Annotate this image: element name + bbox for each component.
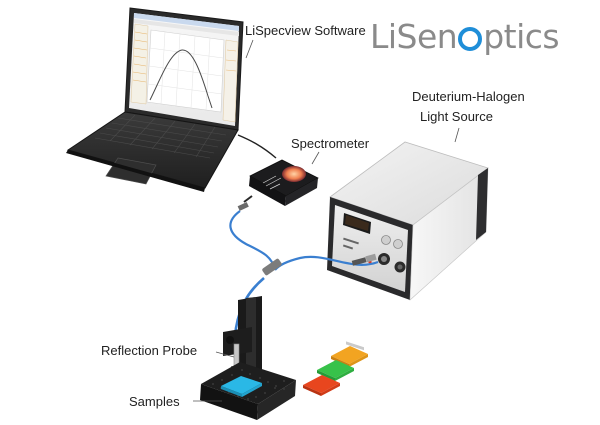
software-spectrum-curve	[149, 49, 213, 109]
fiber-to-spectrometer	[229, 210, 277, 271]
label-software: LiSpecview Software	[245, 23, 366, 38]
usb-cable	[237, 134, 277, 159]
software-right-panel	[222, 39, 239, 123]
spectrometer-logo-graphic	[282, 166, 306, 182]
software-titlebar	[134, 13, 239, 31]
logo-o-ring-icon	[458, 27, 483, 51]
color-filters	[303, 346, 368, 396]
logo-text-part1: LiSen	[370, 17, 458, 56]
probe-stand	[223, 296, 262, 382]
label-reflection-probe: Reflection Probe	[101, 343, 198, 358]
fiber-bifurcation-sleeve	[262, 258, 282, 276]
label-samples: Samples	[129, 394, 180, 409]
logo-text-part2: ptics	[483, 17, 560, 56]
laptop	[66, 7, 244, 192]
light-source	[327, 141, 489, 351]
software-toolbar	[134, 19, 239, 36]
spectrometer-callout-line	[311, 151, 320, 165]
light-source-callout-line	[454, 127, 460, 143]
probe-callout-line	[215, 351, 235, 358]
software-side-panel	[130, 23, 149, 105]
sample-stage	[200, 362, 296, 420]
label-light-source-line2: Light Source	[420, 109, 493, 124]
software-callout-line	[245, 39, 254, 59]
sample-piece	[221, 376, 262, 394]
spectrometer	[237, 159, 319, 211]
label-light-source-line1: Deuterium-Halogen	[412, 89, 525, 104]
brand-logo: LiSen ptics	[370, 17, 560, 57]
label-spectrometer: Spectrometer	[291, 136, 370, 151]
